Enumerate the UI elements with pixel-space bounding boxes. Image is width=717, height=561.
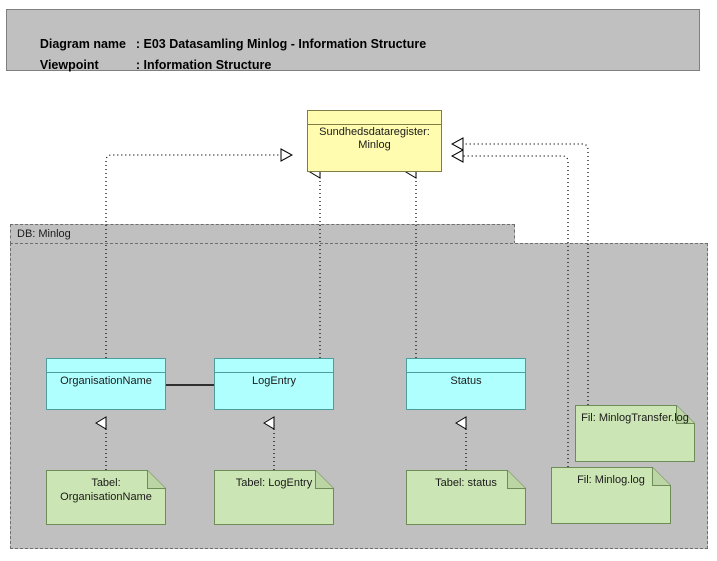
node-label: Tabel: status (435, 477, 497, 489)
diagram-name-separator: : (135, 37, 144, 51)
node-label: Tabel: LogEntry (235, 477, 313, 489)
node-header-strip (215, 359, 333, 373)
node-logentry[interactable]: LogEntry (214, 358, 334, 410)
viewpoint-key: Viewpoint (39, 58, 99, 72)
artifact-shape (46, 470, 166, 525)
node-label: Fil: Minlog.log (577, 474, 645, 486)
group-db-minlog-tab: DB: Minlog (10, 224, 515, 244)
node-label: Status (450, 375, 482, 387)
node-fil-minlogtransfer-log[interactable]: Fil: MinlogTransfer.log (575, 405, 695, 462)
node-status[interactable]: Status (406, 358, 526, 410)
viewpoint-value: Information Structure (143, 58, 272, 72)
group-db-minlog-label: DB: Minlog (17, 228, 71, 240)
node-label: LogEntry (251, 375, 297, 387)
node-label: Fil: MinlogTransfer.log (581, 412, 689, 424)
node-header-strip (407, 359, 525, 373)
node-fil-minlog-log[interactable]: Fil: Minlog.log (551, 467, 671, 524)
node-tabel-logentry[interactable]: Tabel: LogEntry (214, 470, 334, 525)
artifact-shape (406, 470, 526, 525)
node-label: Tabel: OrganisationName (60, 477, 152, 503)
node-tabel-status[interactable]: Tabel: status (406, 470, 526, 525)
diagram-name-line: Diagram name: E03 Datasamling Minlog - I… (19, 23, 426, 65)
node-label: Sundhedsdataregister: Minlog (319, 126, 430, 151)
node-label: OrganisationName (60, 375, 152, 387)
diagram-title-bar: Diagram name: E03 Datasamling Minlog - I… (6, 9, 700, 72)
node-sundhedsdataregister-minlog[interactable]: Sundhedsdataregister: Minlog (307, 110, 442, 172)
node-organisationname[interactable]: OrganisationName (46, 358, 166, 410)
artifact-shape (214, 470, 334, 525)
diagram-name-value: E03 Datasamling Minlog - Information Str… (143, 37, 427, 51)
node-header-strip (308, 111, 441, 125)
node-tabel-organisationname[interactable]: Tabel: OrganisationName (46, 470, 166, 525)
artifact-shape (575, 405, 695, 462)
diagram-name-key: Diagram name (39, 37, 126, 51)
viewpoint-separator: : (135, 58, 144, 72)
node-header-strip (47, 359, 165, 373)
viewpoint-line: Viewpoint: Information Structure (19, 44, 271, 86)
artifact-shape (551, 467, 671, 524)
